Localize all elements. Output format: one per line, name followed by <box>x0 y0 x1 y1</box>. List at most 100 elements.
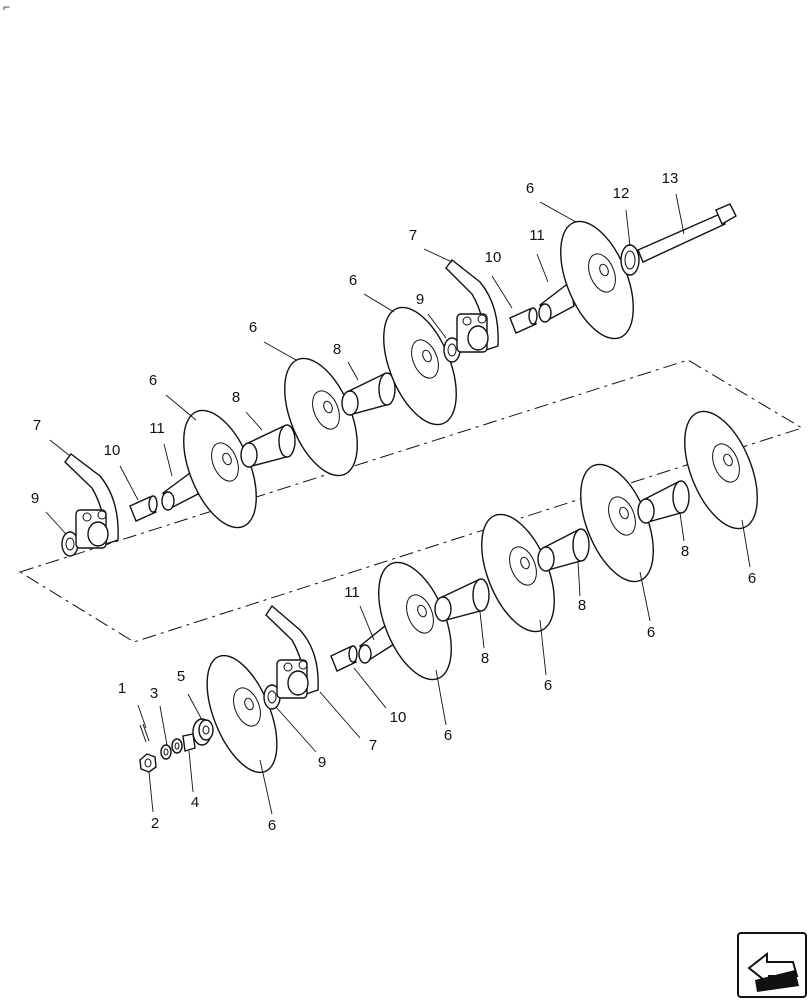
callout-label: 8 <box>681 543 689 560</box>
leader-line <box>675 193 685 235</box>
leader-line <box>359 605 375 641</box>
callout-label: 6 <box>268 817 276 834</box>
callout-label: 10 <box>485 249 502 266</box>
callout-label: 6 <box>526 180 534 197</box>
corner-mark: ⌐ <box>3 0 11 14</box>
callout-label: 3 <box>150 685 158 702</box>
callout-label: 6 <box>647 624 655 641</box>
leader-line <box>49 439 71 457</box>
callout-label: 11 <box>529 227 545 244</box>
spacer-spool <box>537 528 590 572</box>
leader-line <box>187 693 203 721</box>
bushing <box>129 495 158 522</box>
callout-label: 8 <box>481 650 489 667</box>
leader-line <box>347 361 359 381</box>
disc <box>378 561 452 681</box>
spacer-spool <box>341 372 396 416</box>
leader-line <box>539 201 577 223</box>
leader-line <box>137 704 147 729</box>
bearing-flange <box>192 718 214 746</box>
washers <box>160 738 183 760</box>
spacer-spool <box>637 480 690 524</box>
bushing <box>509 307 538 334</box>
callout-label: 8 <box>578 597 586 614</box>
leader-line <box>148 771 154 813</box>
callout-label: 4 <box>191 794 199 811</box>
leader-line <box>741 519 751 568</box>
leader-line <box>319 691 361 739</box>
axle-shaft <box>637 203 737 263</box>
callout-label: 6 <box>149 372 157 389</box>
disc <box>383 306 457 426</box>
leader-line <box>435 669 447 726</box>
leader-line <box>491 275 513 309</box>
callout-label: 7 <box>369 737 377 754</box>
leader-line <box>45 511 67 535</box>
leader-line <box>263 341 297 361</box>
leader-line <box>679 512 685 542</box>
arrow-back-icon <box>747 951 799 992</box>
leader-line <box>536 253 549 283</box>
callout-label: 1 <box>118 680 126 697</box>
callout-label: 9 <box>416 291 424 308</box>
nut <box>139 753 157 773</box>
callout-label: 12 <box>613 185 630 202</box>
back-navigation-button[interactable] <box>737 932 807 998</box>
leader-lines <box>45 193 751 815</box>
disc <box>580 463 654 583</box>
leader-line <box>259 759 273 815</box>
callout-label: 6 <box>748 570 756 587</box>
callout-label: 8 <box>333 341 341 358</box>
leader-line <box>245 411 263 431</box>
leader-line <box>577 561 581 597</box>
leader-line <box>188 750 194 793</box>
disc <box>684 410 758 530</box>
leader-line <box>539 619 547 676</box>
disc <box>481 513 555 633</box>
leader-line <box>427 313 447 339</box>
leader-line <box>639 571 651 622</box>
scraper-bracket <box>64 453 119 549</box>
callout-label: 10 <box>390 709 407 726</box>
leader-line <box>163 443 173 477</box>
leader-line <box>165 394 197 421</box>
disc <box>560 220 634 340</box>
phantom-outline <box>18 359 804 643</box>
callout-label: 7 <box>33 417 41 434</box>
spacer-spool <box>240 424 296 468</box>
callout-label: 13 <box>662 170 679 187</box>
leader-line <box>353 667 387 709</box>
callout-label: 8 <box>232 389 240 406</box>
callout-label: 6 <box>444 727 452 744</box>
callout-label: 11 <box>344 584 360 601</box>
callout-label: 9 <box>318 754 326 771</box>
leader-line <box>423 248 453 263</box>
bushing <box>330 645 358 672</box>
callout-label: 5 <box>177 668 185 685</box>
disc <box>183 409 257 529</box>
callout-label: 6 <box>349 272 357 289</box>
spacer-spool <box>538 280 575 323</box>
callout-label: 6 <box>544 677 552 694</box>
lock-washer <box>182 733 196 752</box>
callout-label: 7 <box>409 227 417 244</box>
callout-label: 2 <box>151 815 159 832</box>
callout-label: 9 <box>31 490 39 507</box>
cotter-pin <box>139 723 150 743</box>
scraper-bracket <box>265 604 319 699</box>
leader-line <box>363 293 395 313</box>
callout-label: 6 <box>249 319 257 336</box>
leader-line <box>479 611 485 649</box>
leader-line <box>119 465 139 501</box>
spacer-spool <box>434 578 490 622</box>
callout-label: 10 <box>104 442 121 459</box>
leader-line <box>159 705 168 746</box>
callout-label: 11 <box>149 420 165 437</box>
bearing <box>620 244 640 276</box>
scraper-bracket <box>445 259 499 353</box>
leader-line <box>625 209 631 247</box>
leader-line <box>275 706 317 753</box>
